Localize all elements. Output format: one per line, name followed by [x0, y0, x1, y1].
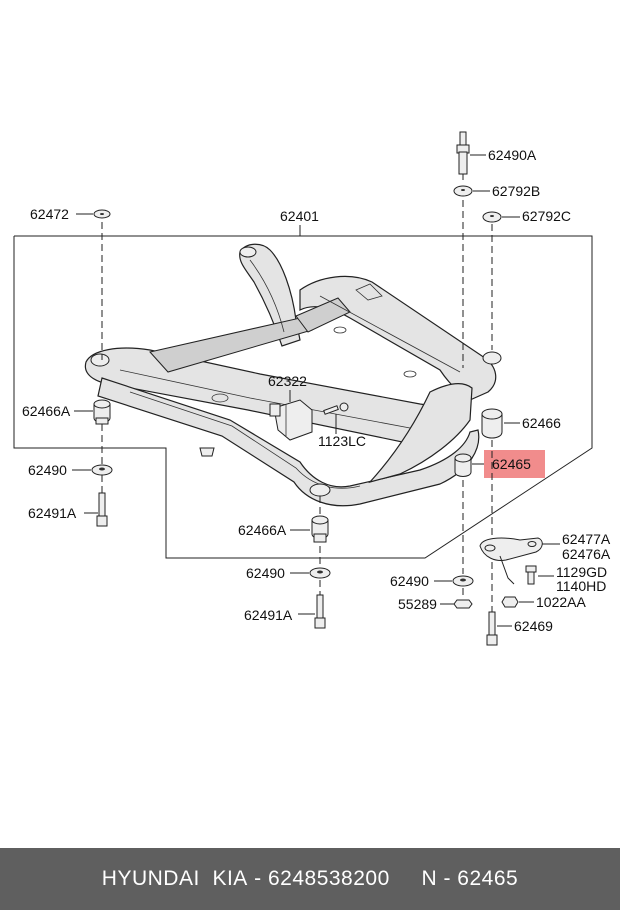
- label-1123LC: 1123LC: [318, 433, 366, 449]
- label-62466: 62466: [522, 415, 561, 431]
- label-62476A: 62476A: [562, 546, 611, 562]
- nut-55289: [453, 599, 473, 609]
- bolt-62490A: [456, 131, 470, 175]
- label-62490-left: 62490: [28, 462, 67, 478]
- label-62401: 62401: [280, 208, 319, 224]
- nut-1022AA: [501, 596, 519, 608]
- bolt-62491A-bottom: [314, 594, 326, 629]
- bushing-62465: [454, 453, 472, 477]
- label-62490-right: 62490: [390, 573, 429, 589]
- label-62490-bottom: 62490: [246, 565, 285, 581]
- label-62466A-bottom: 62466A: [238, 522, 287, 538]
- highlight-62465: [484, 450, 545, 478]
- washer-62490-bottom: [309, 567, 331, 579]
- label-62472: 62472: [30, 206, 69, 222]
- subframe-exploded-diagram: 62401 62: [13, 131, 611, 646]
- part-number: 6248538200: [267, 867, 390, 890]
- bolt-62469: [486, 611, 498, 646]
- bracket-62322: [269, 399, 313, 441]
- bolt-62491A-left: [96, 492, 108, 527]
- label-62792B: 62792B: [492, 183, 540, 199]
- spacer: [390, 867, 422, 891]
- washer-62490-left: [91, 464, 113, 476]
- label-1129GD: 1129GD: [556, 564, 607, 580]
- label-62477A: 62477A: [562, 531, 611, 547]
- washer-62472: [93, 209, 111, 219]
- separator: -: [247, 867, 268, 890]
- assembly-boundary: [13, 235, 593, 559]
- label-62792C: 62792C: [522, 208, 571, 224]
- label-1022AA: 1022AA: [536, 594, 586, 610]
- bushing-62466A-left: [93, 399, 111, 425]
- reference-note: N - 62465: [421, 867, 519, 890]
- washer-62490-right: [452, 575, 474, 587]
- label-62322: 62322: [268, 373, 307, 389]
- label-55289: 55289: [398, 596, 437, 612]
- label-62491A-bottom: 62491A: [244, 607, 293, 623]
- label-62490A: 62490A: [488, 147, 537, 163]
- washer-62792B: [453, 185, 473, 197]
- brand-text: HYUNDAI KIA: [101, 867, 248, 890]
- label-62466A-left: 62466A: [22, 403, 71, 419]
- bushing-62466: [481, 408, 503, 439]
- bolt-1123LC: [323, 402, 349, 415]
- label-62469: 62469: [514, 618, 553, 634]
- part-info-footer: HYUNDAI KIA - 6248538200 N - 62465: [0, 848, 620, 910]
- bushing-62466A-bottom: [311, 515, 329, 543]
- label-62465: 62465: [492, 456, 531, 472]
- label-1140HD: 1140HD: [556, 578, 606, 594]
- bolt-1129GD: [525, 565, 537, 585]
- label-62491A-left: 62491A: [28, 505, 77, 521]
- washer-62792C: [482, 211, 502, 223]
